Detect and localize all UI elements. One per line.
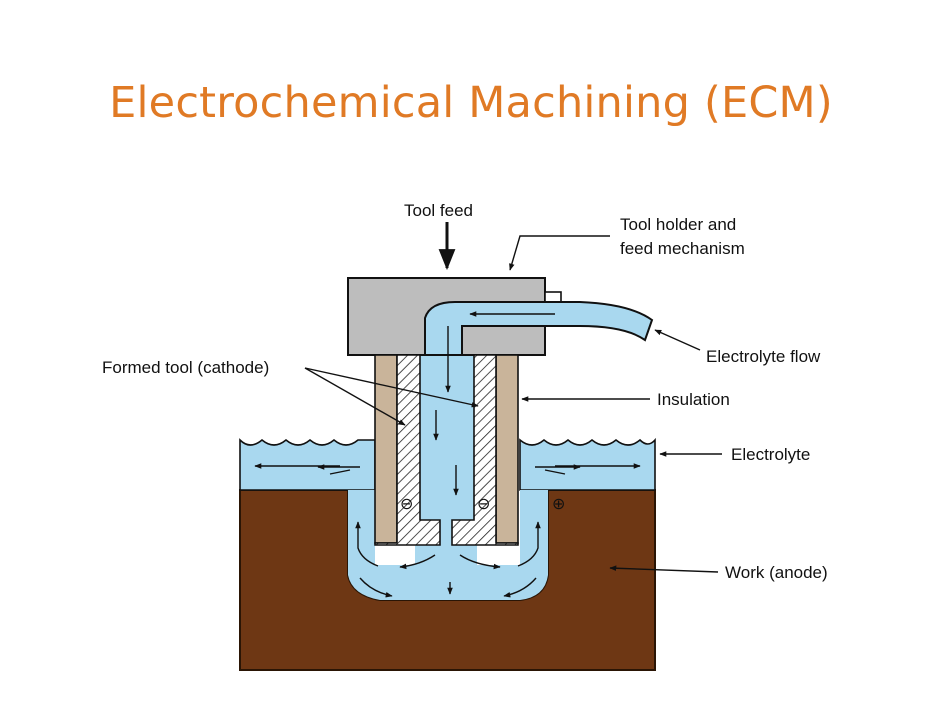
label-tool-feed: Tool feed (404, 201, 473, 220)
label-tool-holder-2: feed mechanism (620, 239, 745, 258)
insulation-right (495, 354, 519, 544)
leader-lines (304, 235, 722, 573)
electrolyte-layer (239, 438, 376, 491)
label-insulation: Insulation (657, 390, 730, 409)
label-electrolyte-flow: Electrolyte flow (706, 347, 821, 366)
cathode-right (451, 354, 519, 546)
slide-title: Electrochemical Machining (ECM) (109, 78, 833, 128)
label-tool-holder-1: Tool holder and (620, 215, 736, 234)
label-work: Work (anode) (725, 563, 828, 582)
electrolyte-layer-right (519, 437, 656, 491)
cathode-sign-right: ⊖ (477, 494, 490, 513)
electrolyte-pipe (424, 301, 654, 356)
anode-sign: ⊕ (552, 494, 565, 513)
label-formed-tool: Formed tool (cathode) (102, 358, 269, 377)
flow-arrows (254, 311, 641, 598)
insulation-left (374, 354, 398, 544)
cathode-left (374, 354, 441, 546)
cavity-electrolyte (348, 490, 548, 600)
label-electrolyte: Electrolyte (731, 445, 810, 464)
cathode-sign-left: ⊖ (400, 494, 413, 513)
